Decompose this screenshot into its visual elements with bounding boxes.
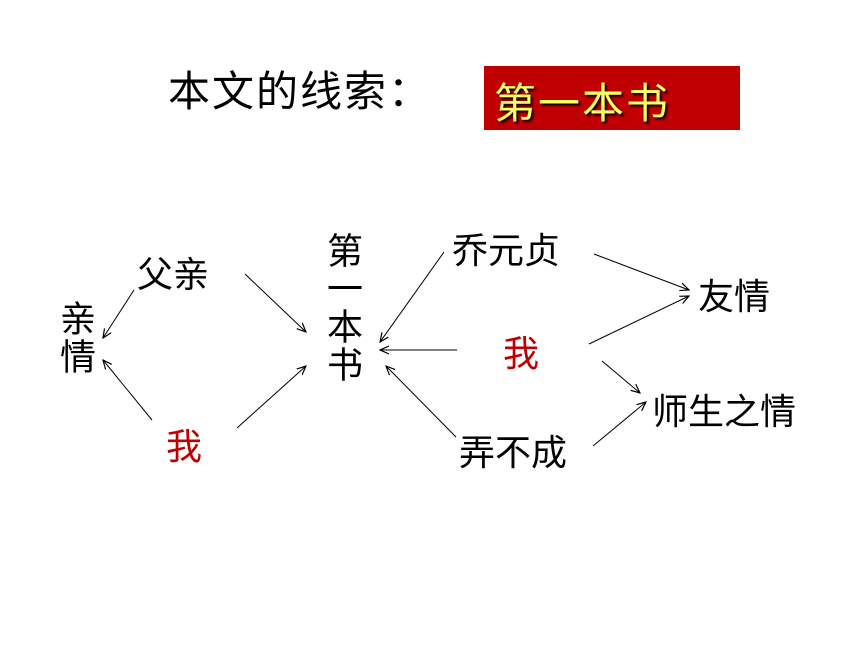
arrow-qiao-to-friendship: [593, 253, 689, 290]
page-title: 本文的线索：: [168, 67, 433, 116]
node-me-left: 我: [166, 427, 203, 468]
arrow-nong-to-book: [386, 366, 457, 438]
arrow-nong-to-teacher: [592, 402, 646, 447]
node-qiao-yuanzhen: 乔元贞: [452, 231, 561, 272]
node-me-right: 我: [503, 334, 540, 375]
highlight-text: 第一本书: [494, 79, 671, 128]
arrow-father-to-kinship: [103, 289, 135, 338]
arrow-meright-to-teacher: [601, 360, 640, 393]
node-friendship: 友情: [698, 277, 771, 318]
arrow-qiao-to-book: [380, 251, 445, 342]
highlight-box: [484, 66, 740, 130]
node-first-book: 第一本书: [321, 232, 362, 384]
node-nong-bucheng: 弄不成: [459, 433, 568, 474]
arrow-me-to-kinship: [103, 360, 153, 421]
node-kinship: 亲情: [54, 300, 95, 376]
node-father: 父亲: [137, 255, 210, 296]
node-teacher-student: 师生之情: [652, 392, 797, 433]
arrow-meright-to-friendship: [588, 296, 689, 345]
arrow-me-to-book: [236, 366, 306, 429]
arrow-father-to-book: [244, 273, 306, 332]
